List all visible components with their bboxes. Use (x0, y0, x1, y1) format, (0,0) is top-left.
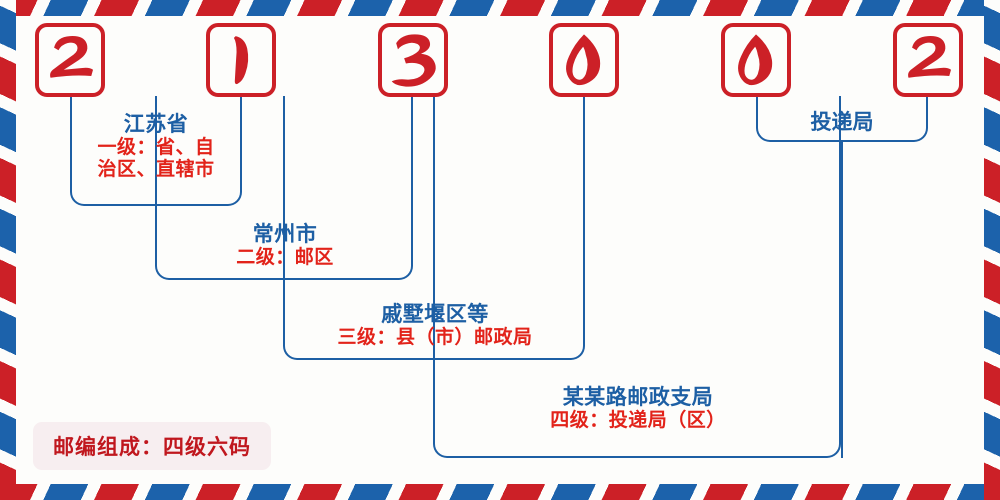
airmail-border-bottom (0, 484, 1000, 500)
label-level4-desc: 四级：投递局（区） (550, 409, 726, 431)
label-delivery-office: 投递局 (810, 110, 874, 134)
bracket-level2-stem (283, 278, 285, 306)
bracket-level1-stem (155, 204, 157, 230)
digit-glyph-1-icon (233, 36, 249, 85)
label-level3-name: 戚墅堰区等 (381, 302, 489, 326)
label-level1-desc-line1: 一级：省、自 (97, 136, 215, 158)
bracket-level3-stem (433, 358, 435, 386)
digit-box-1[interactable] (35, 23, 105, 97)
label-level4: 某某路邮政支局 四级：投递局（区） (438, 385, 838, 432)
digit-box-2[interactable] (206, 23, 276, 97)
digit-box-5[interactable] (721, 23, 791, 97)
label-level4-name: 某某路邮政支局 (562, 385, 714, 409)
bracket-level4 (433, 96, 841, 458)
digit-glyph-0-icon (738, 34, 773, 86)
label-level2-desc: 二级：邮区 (236, 246, 334, 268)
airmail-border-top (0, 0, 1000, 16)
label-level1-name: 江苏省 (123, 112, 189, 136)
label-level1-desc-line2: 治区、直辖市 (97, 159, 215, 181)
bracket-delivery-office-stem (841, 140, 843, 458)
airmail-border-right (984, 0, 1000, 500)
label-level2: 常州市 二级：邮区 (160, 222, 410, 269)
digit-box-3[interactable] (378, 23, 448, 97)
label-level3-desc: 三级：县（市）邮政局 (337, 326, 533, 348)
digit-box-4[interactable] (549, 23, 619, 97)
postcode-composition-text: 邮编组成：四级六码 (53, 435, 251, 459)
label-level3: 戚墅堰区等 三级：县（市）邮政局 (288, 302, 582, 349)
digit-glyph-2-icon (908, 36, 952, 78)
airmail-border-left (0, 0, 16, 500)
digit-box-6[interactable] (893, 23, 963, 97)
postcode-composition-badge: 邮编组成：四级六码 (33, 422, 271, 470)
label-level1: 江苏省 一级：省、自 治区、直辖市 (70, 112, 242, 182)
label-level2-name: 常州市 (252, 222, 318, 246)
digit-glyph-3-icon (391, 34, 436, 87)
digit-glyph-2-icon (50, 36, 94, 78)
digit-glyph-0-icon (566, 34, 601, 86)
